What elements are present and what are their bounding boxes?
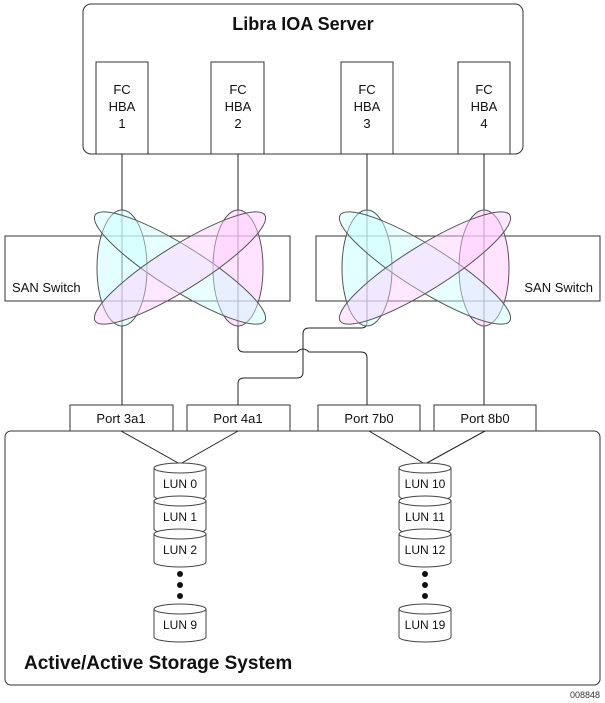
- hba-2-line1: FC: [229, 82, 246, 97]
- lun-cylinder-body: [153, 609, 207, 643]
- lun-label: LUN 1: [163, 510, 197, 524]
- lun-cylinder-top: [153, 603, 207, 615]
- ellipsis-dot: [177, 571, 183, 577]
- zone-pink-diagonal: [338, 211, 512, 325]
- lun-cylinder-top: [153, 528, 207, 540]
- hba-2: FC HBA 2: [210, 61, 265, 155]
- port-3a1: Port 3a1: [69, 404, 174, 432]
- hba-3-line3: 3: [363, 116, 370, 131]
- lun-disk: LUN 19: [398, 603, 452, 643]
- lun-cylinder-top: [398, 528, 452, 540]
- lun-disk: LUN 2: [153, 528, 207, 568]
- lun-label: LUN 11: [405, 510, 445, 524]
- lun-disk: LUN 10: [398, 462, 452, 502]
- link-port8b0-lungroup2: [424, 430, 486, 465]
- san-switch-left-label: SAN Switch: [12, 280, 81, 295]
- storage-system-title: Active/Active Storage System: [24, 653, 292, 674]
- zone-ellipses-right: [338, 209, 512, 327]
- ellipsis-dot: [177, 582, 183, 588]
- server-title: Libra IOA Server: [232, 14, 373, 34]
- hba-1-line2: HBA: [109, 99, 136, 114]
- zone-cyan-diagonal: [338, 211, 512, 325]
- port-7b0-label: Port 7b0: [344, 411, 393, 426]
- lun-cylinder-body: [153, 534, 207, 568]
- lun-group-1: LUN 0 LUN 1 LUN 2 LUN 9: [153, 462, 207, 643]
- lun-disk: LUN 9: [153, 603, 207, 643]
- hba-2-line2: HBA: [225, 99, 252, 114]
- lun-disk: LUN 0: [153, 462, 207, 502]
- port-4a1-label: Port 4a1: [213, 411, 262, 426]
- port-4a1: Port 4a1: [186, 404, 291, 432]
- figure-id: 008848: [570, 690, 600, 700]
- port-7b0: Port 7b0: [317, 404, 421, 432]
- lun-cylinder-top: [153, 495, 207, 507]
- lun-disk: LUN 12: [398, 528, 452, 568]
- storage-system-box: [4, 430, 601, 686]
- hba-4-line1: FC: [475, 82, 492, 97]
- lun-label: LUN 19: [405, 618, 446, 632]
- lun-group-2: LUN 10 LUN 11 LUN 12 LUN 19: [398, 462, 452, 643]
- zone-cyan-vertical: [96, 209, 148, 327]
- zone-ellipses-left: [93, 209, 267, 327]
- hba-1: FC HBA 1: [95, 61, 149, 155]
- san-switch-right-label: SAN Switch: [524, 280, 593, 295]
- port-8b0-label: Port 8b0: [460, 411, 509, 426]
- port-8b0: Port 8b0: [433, 404, 537, 432]
- zone-cyan-diagonal: [93, 211, 267, 325]
- lun-label: LUN 0: [163, 477, 197, 491]
- hba-3: FC HBA 3: [340, 61, 394, 155]
- zone-cyan-vertical: [341, 209, 393, 327]
- ellipsis-dot: [422, 571, 428, 577]
- link-port4a1-lungroup1: [179, 430, 239, 465]
- lun-disk: LUN 11: [398, 495, 452, 535]
- hba-1-line3: 1: [118, 116, 125, 131]
- hba-4-line3: 4: [480, 116, 487, 131]
- lun-cylinder-top: [398, 462, 452, 474]
- zone-pink-diagonal: [93, 211, 267, 325]
- hba-4: FC HBA 4: [457, 61, 511, 155]
- lun-disk: LUN 1: [153, 495, 207, 535]
- lun-label: LUN 2: [163, 543, 197, 557]
- hba-3-line1: FC: [358, 82, 375, 97]
- lun-cylinder-body: [398, 609, 452, 643]
- hba-4-line2: HBA: [471, 99, 498, 114]
- lun-cylinder-top: [398, 495, 452, 507]
- ellipsis-dot: [422, 593, 428, 599]
- lun-cylinder-body: [398, 534, 452, 568]
- zone-pink-vertical: [458, 209, 510, 327]
- lun-label: LUN 10: [405, 477, 446, 491]
- server-box: [82, 3, 524, 155]
- link-port7b0-lungroup2: [368, 430, 426, 465]
- lun-label: LUN 9: [163, 618, 197, 632]
- ellipsis-dot: [422, 582, 428, 588]
- cable-hba3-port4a1: [237, 154, 368, 405]
- port-3a1-label: Port 3a1: [96, 411, 145, 426]
- ellipsis-dot: [177, 593, 183, 599]
- lun-cylinder-top: [153, 462, 207, 474]
- hba-2-line3: 2: [234, 116, 241, 131]
- hba-3-line2: HBA: [354, 99, 381, 114]
- hba-1-line1: FC: [113, 82, 130, 97]
- zone-pink-vertical: [212, 209, 264, 327]
- lun-cylinder-top: [398, 603, 452, 615]
- lun-label: LUN 12: [405, 543, 446, 557]
- link-port3a1-lungroup1: [120, 430, 181, 465]
